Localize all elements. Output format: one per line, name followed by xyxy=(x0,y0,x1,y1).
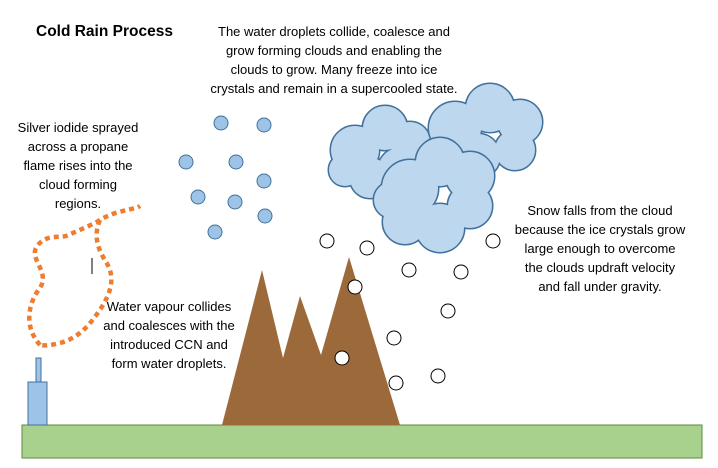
diagram-title: Cold Rain Process xyxy=(36,23,173,40)
water-droplet xyxy=(227,194,243,210)
water-droplet xyxy=(213,115,229,131)
snowflake xyxy=(430,368,446,384)
cloud-growth-label: The water droplets collide, coalesce and… xyxy=(210,24,458,96)
snowflakes xyxy=(319,233,501,391)
snowflake xyxy=(485,233,501,249)
snowflake xyxy=(453,264,469,280)
propane-burner-stack xyxy=(35,357,42,384)
snowflake xyxy=(386,330,402,346)
cloud-puff xyxy=(416,204,464,252)
water-droplet xyxy=(257,208,273,224)
water-droplet xyxy=(207,224,223,240)
water-droplet xyxy=(178,154,194,170)
cloud-puff xyxy=(374,182,410,218)
propane-burner xyxy=(27,381,48,426)
cloud-3 xyxy=(372,136,496,254)
silver-iodide-label: Silver iodide sprayed across a propane f… xyxy=(17,120,139,211)
cloud-puff xyxy=(329,154,361,186)
snowflake xyxy=(388,375,404,391)
water-droplet xyxy=(190,189,206,205)
ground xyxy=(21,424,703,459)
snowflake xyxy=(347,279,363,295)
silver-iodide-plume xyxy=(27,203,142,347)
water-vapour-label: Water vapour collides and coalesces with… xyxy=(103,299,235,371)
snowfall-label: Snow falls from the cloud because the ic… xyxy=(514,203,686,294)
water-droplet xyxy=(256,173,272,189)
snowflake xyxy=(401,262,417,278)
water-droplet xyxy=(228,154,244,170)
snowflake xyxy=(440,303,456,319)
mountain-range xyxy=(222,257,400,425)
cloud-puff xyxy=(495,130,535,170)
silver-iodide-plume-branch xyxy=(39,219,114,348)
cloud-group xyxy=(327,82,544,254)
water-droplets xyxy=(178,115,273,240)
snowflake xyxy=(334,350,350,366)
snowflake xyxy=(359,240,375,256)
water-droplet xyxy=(256,117,272,133)
snowflake xyxy=(319,233,335,249)
